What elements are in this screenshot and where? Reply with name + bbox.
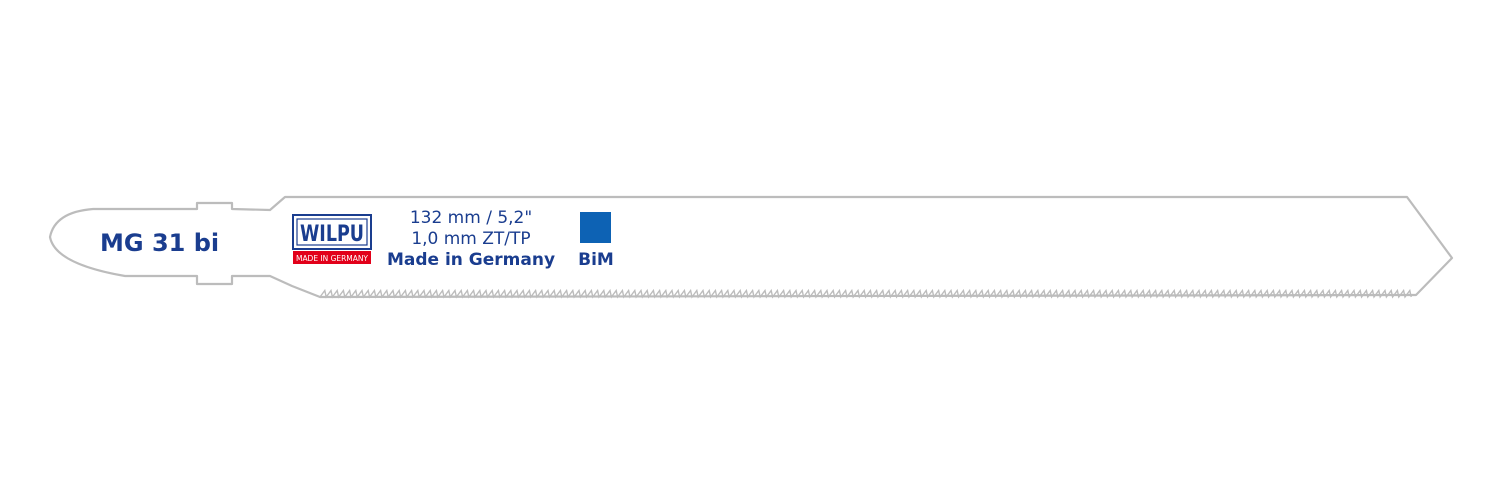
blade-teeth: [319, 288, 1412, 299]
teeth-row: [319, 288, 1412, 299]
material-label: BiM: [578, 250, 614, 270]
blade-outline: [48, 195, 1454, 299]
logo-tagline: MADE IN GERMANY: [296, 254, 369, 263]
logo-inner-frame: [296, 218, 368, 246]
spec-origin: Made in Germany: [387, 250, 555, 270]
spec-length: 132 mm / 5,2": [410, 208, 532, 228]
model-name: MG 31 bi: [100, 229, 219, 257]
material-swatch: [580, 212, 611, 243]
logo-brand: WILPU: [300, 222, 364, 247]
logo-tagline-bar: [293, 251, 371, 264]
logo-frame: [292, 214, 372, 250]
spec-tooth-pitch: 1,0 mm ZT/TP: [411, 229, 530, 249]
wilpu-logo: WILPU MADE IN GERMANY: [292, 214, 372, 264]
